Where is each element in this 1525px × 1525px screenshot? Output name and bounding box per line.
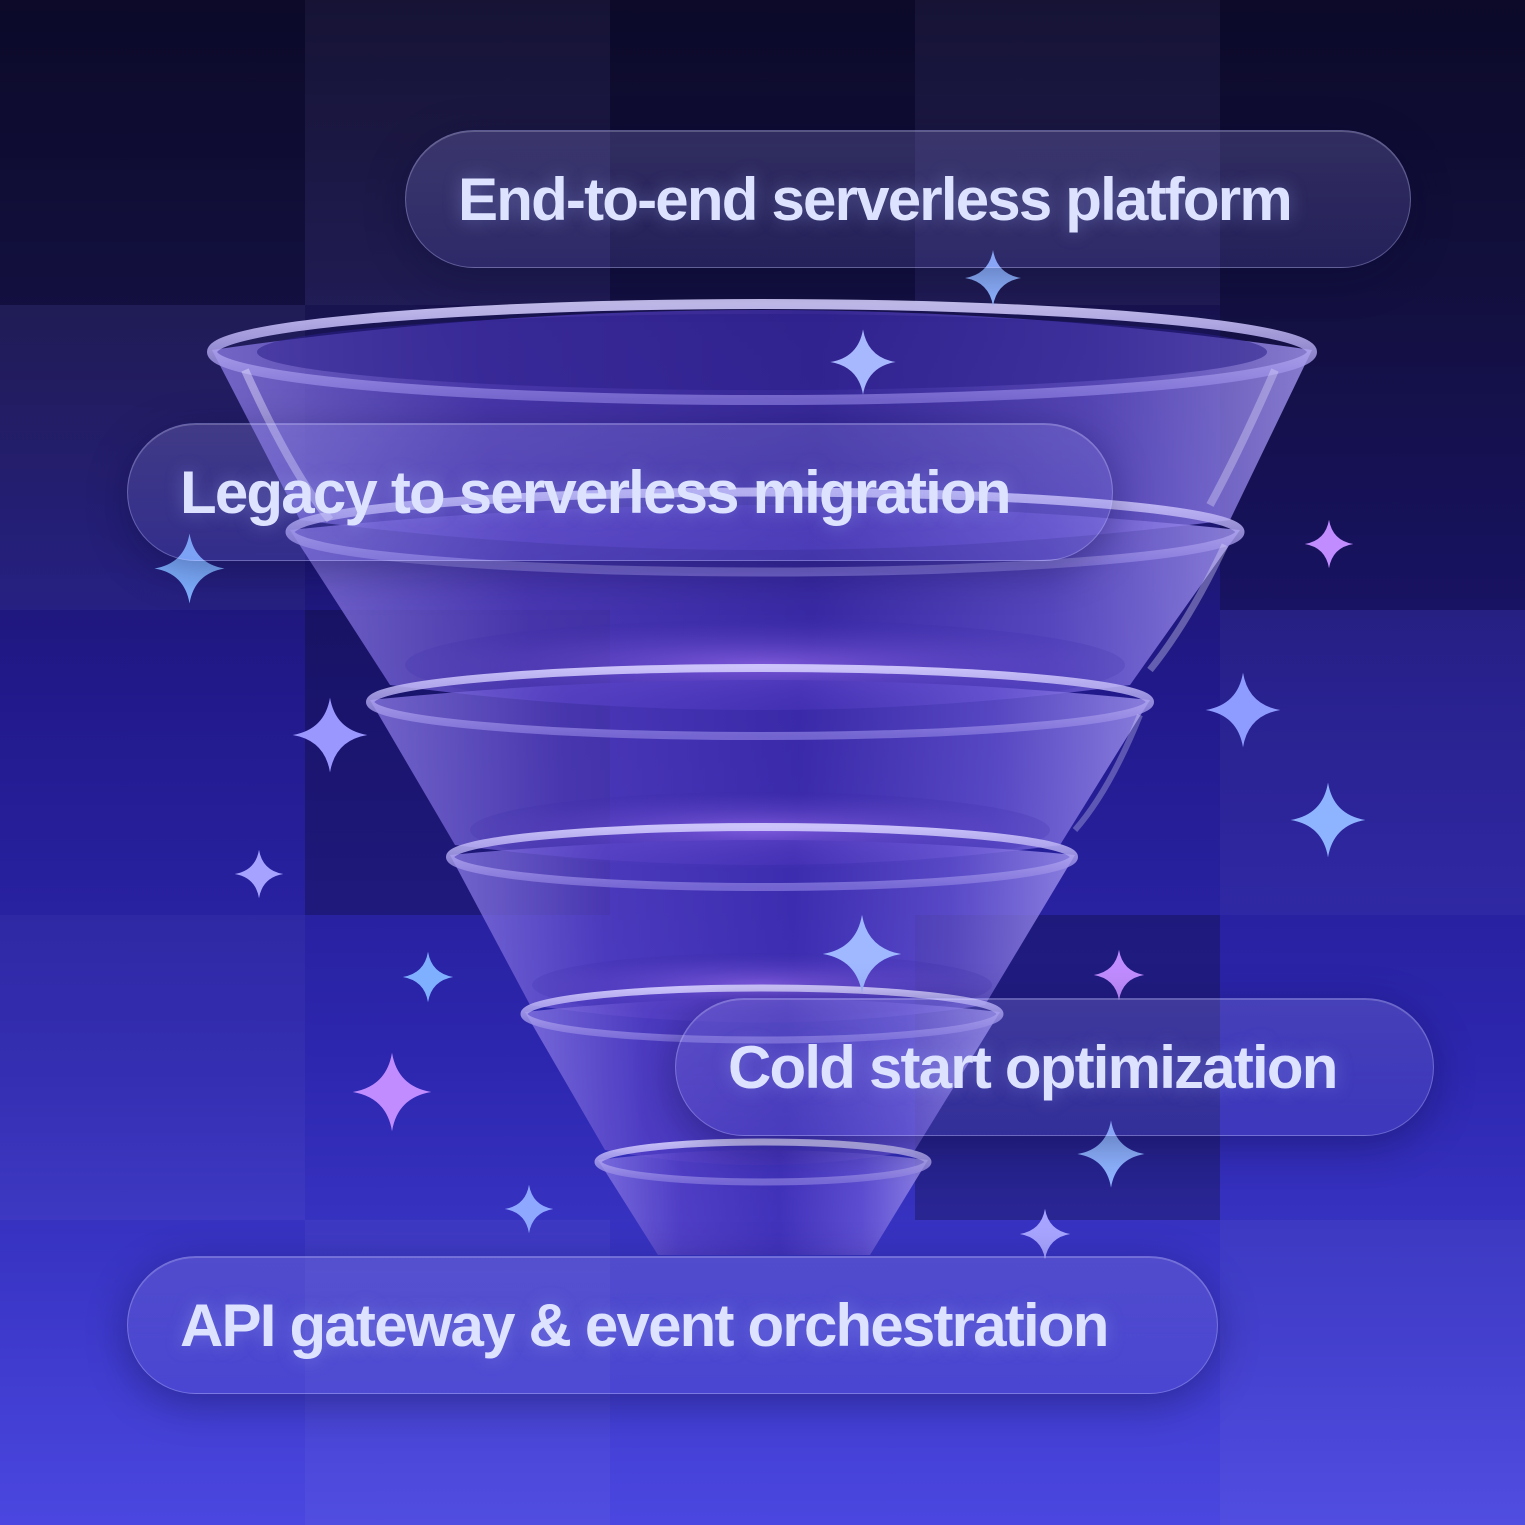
sparkle-icon xyxy=(1093,949,1145,1001)
feature-pill-serverless-platform: End-to-end serverless platform xyxy=(405,130,1411,268)
sparkle-icon xyxy=(822,914,902,994)
sparkle-icon xyxy=(292,697,368,773)
sparkle-icon xyxy=(402,951,454,1003)
sparkle-icon xyxy=(504,1184,554,1234)
feature-pill-cold-start: Cold start optimization xyxy=(675,998,1434,1136)
feature-label: Cold start optimization xyxy=(728,1033,1338,1101)
sparkle-icon xyxy=(234,849,284,899)
sparkle-icon xyxy=(1290,782,1366,858)
bg-tile xyxy=(0,0,305,305)
feature-pill-api-gateway: API gateway & event orchestration xyxy=(127,1256,1218,1394)
sparkle-icon xyxy=(965,250,1021,306)
feature-label: API gateway & event orchestration xyxy=(180,1291,1109,1359)
sparkle-icon xyxy=(154,533,225,604)
sparkle-icon xyxy=(1205,672,1281,748)
sparkle-icon xyxy=(1077,1120,1145,1188)
feature-label: End-to-end serverless platform xyxy=(458,165,1293,233)
sparkle-icon xyxy=(352,1052,432,1132)
sparkle-icon xyxy=(1019,1208,1071,1260)
sparkle-icon xyxy=(830,329,896,395)
feature-pill-legacy-migration: Legacy to serverless migration xyxy=(127,423,1113,561)
bg-tile xyxy=(610,0,915,305)
feature-label: Legacy to serverless migration xyxy=(180,458,1012,526)
sparkle-icon xyxy=(1304,519,1354,569)
